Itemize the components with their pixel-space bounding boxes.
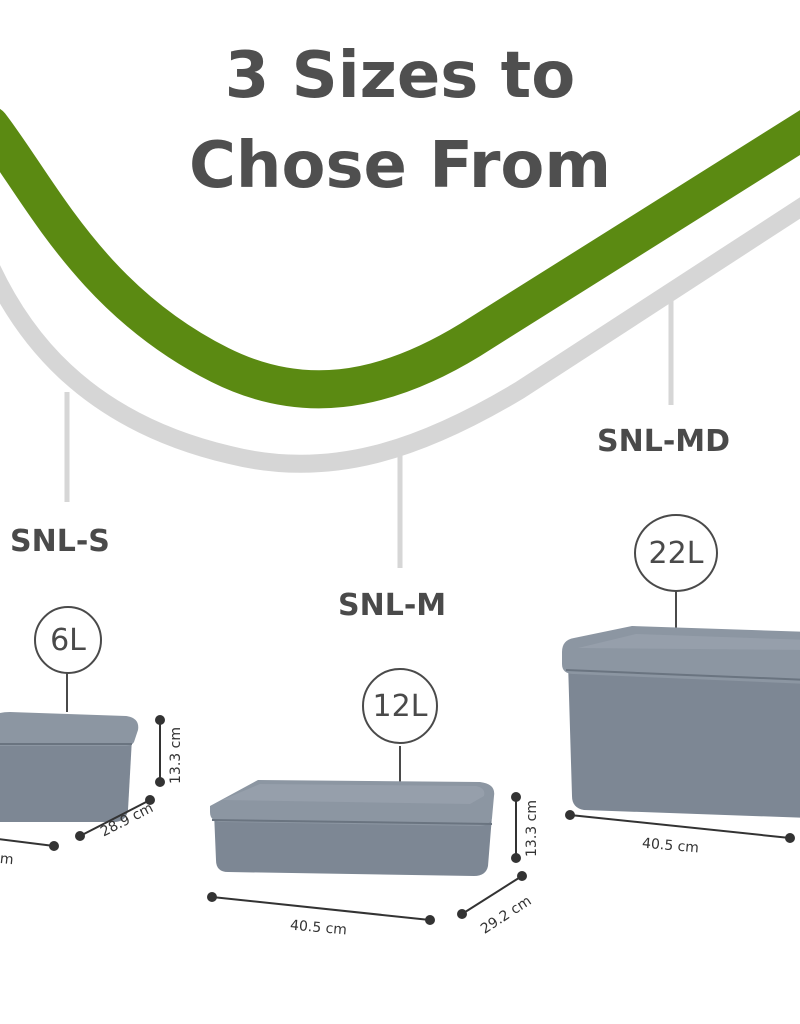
capacity-badge-22l: 22L bbox=[634, 514, 718, 592]
headline-line-2: Chose From bbox=[188, 129, 612, 203]
large-dimension-lines bbox=[565, 810, 795, 843]
medium-storage-box bbox=[210, 780, 495, 876]
small-storage-box bbox=[0, 712, 139, 822]
model-label-snl-m: SNL-M bbox=[338, 588, 447, 623]
green-swoosh-curve bbox=[0, 108, 800, 409]
capacity-badge-6l: 6L bbox=[34, 606, 102, 674]
model-label-snl-s: SNL-S bbox=[10, 524, 110, 559]
dim-height-medium: 13.3 cm bbox=[524, 800, 540, 857]
model-label-snl-md: SNL-MD bbox=[597, 424, 731, 459]
large-storage-box bbox=[562, 626, 800, 818]
gray-swoosh-curve bbox=[0, 197, 800, 473]
headline-line-1: 3 Sizes to bbox=[224, 39, 576, 113]
capacity-badge-12l: 12L bbox=[362, 668, 438, 744]
medium-dimension-lines bbox=[207, 792, 527, 925]
dim-height-small: 13.3 cm bbox=[168, 727, 184, 784]
small-dimension-lines bbox=[0, 715, 165, 851]
